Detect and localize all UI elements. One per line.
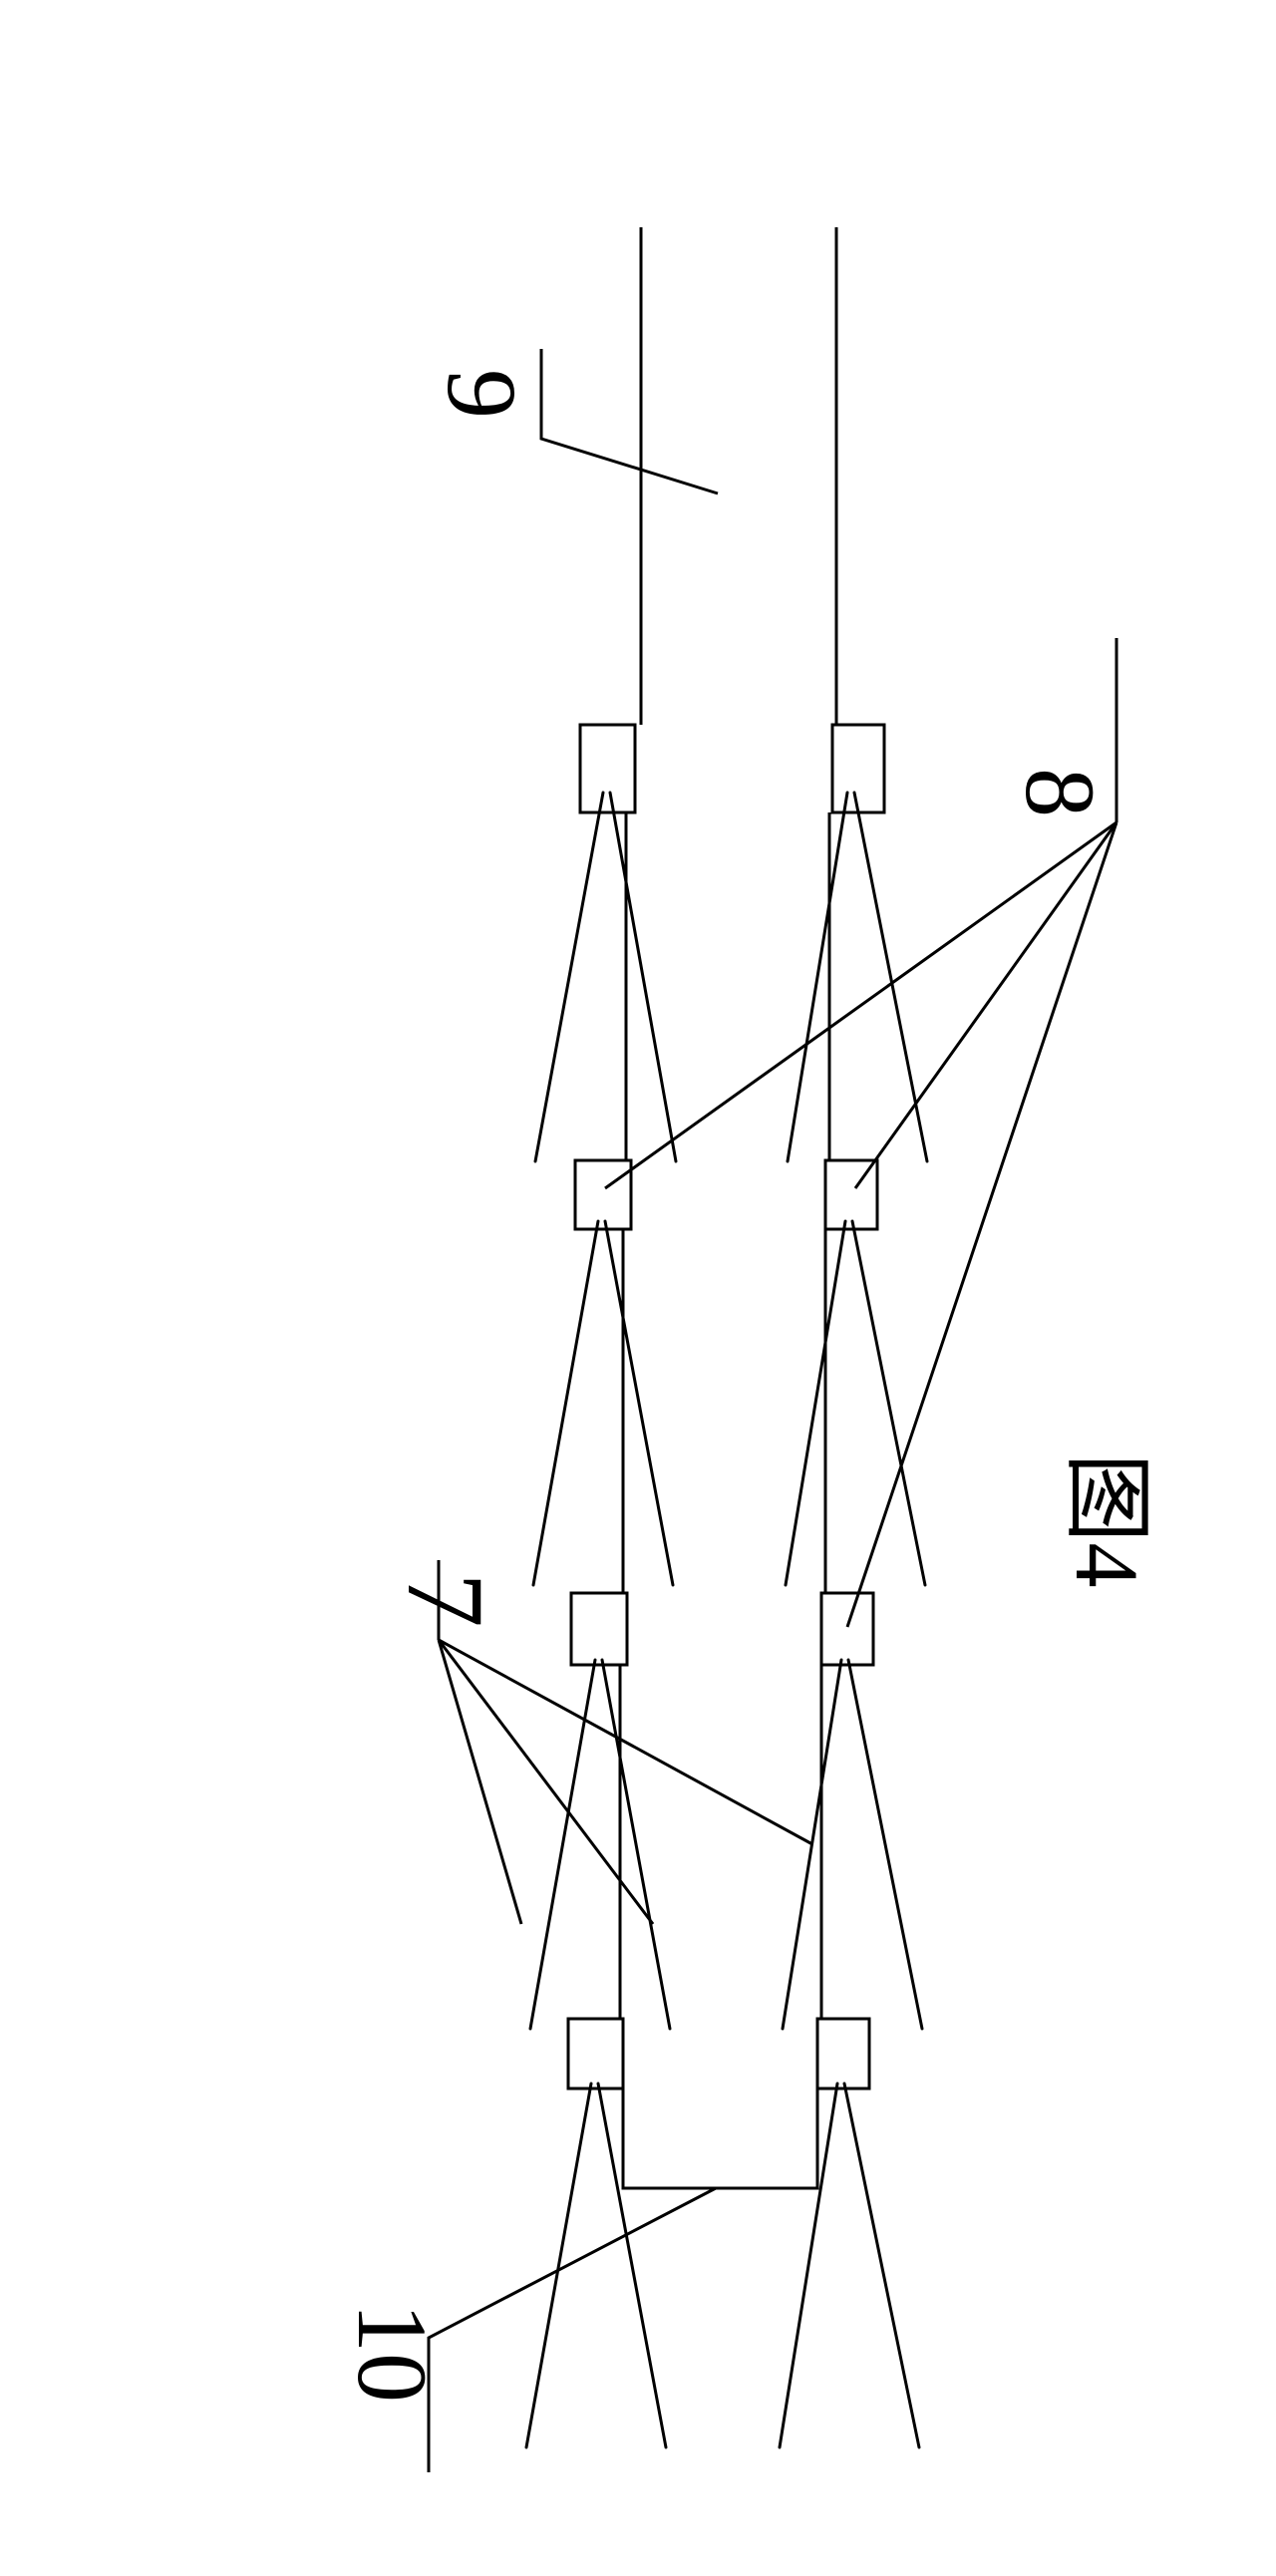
collar-lower-3 [819,1591,875,1667]
connecting-plate [621,2138,819,2190]
label-8: 8 [1005,768,1116,817]
collar-lower-2 [823,1158,879,1231]
collar-upper-2 [573,1158,633,1231]
rod [533,791,605,1163]
leader-10 [427,2186,717,2472]
leader-8 [853,821,1118,1189]
rod [596,2082,668,2449]
rods [524,791,929,2449]
collar-upper-3 [569,1591,629,1667]
rod [852,791,929,1163]
figure-caption: 图4 [1057,1453,1155,1588]
rod [786,791,849,1163]
rod [531,1219,600,1587]
collars [566,723,886,2091]
rod [600,1658,672,2031]
rod [603,1219,675,1587]
rod [608,791,678,1163]
rod [850,1219,927,1587]
rod [784,1219,847,1587]
leader-7 [437,1639,523,1925]
collar-upper-4 [566,2017,625,2091]
leader-8 [604,820,1117,1190]
leader-7 [437,1639,655,1925]
lower-tube [815,227,838,2138]
label-9: 9 [427,369,537,419]
collar-lower-4 [815,2017,871,2091]
rod [778,2082,839,2449]
rod [528,1658,597,2031]
collar-upper-1 [578,723,637,814]
collar-lower-1 [830,723,886,814]
label-7: 7 [385,1573,506,1628]
rod [842,2082,921,2449]
label-10: 10 [337,2303,448,2403]
leader-8 [845,821,1118,1628]
leader-9 [539,349,719,495]
rod [524,2082,593,2449]
rod [846,1658,924,2031]
leader-7 [438,1638,813,1846]
upper-tube [618,227,643,2138]
